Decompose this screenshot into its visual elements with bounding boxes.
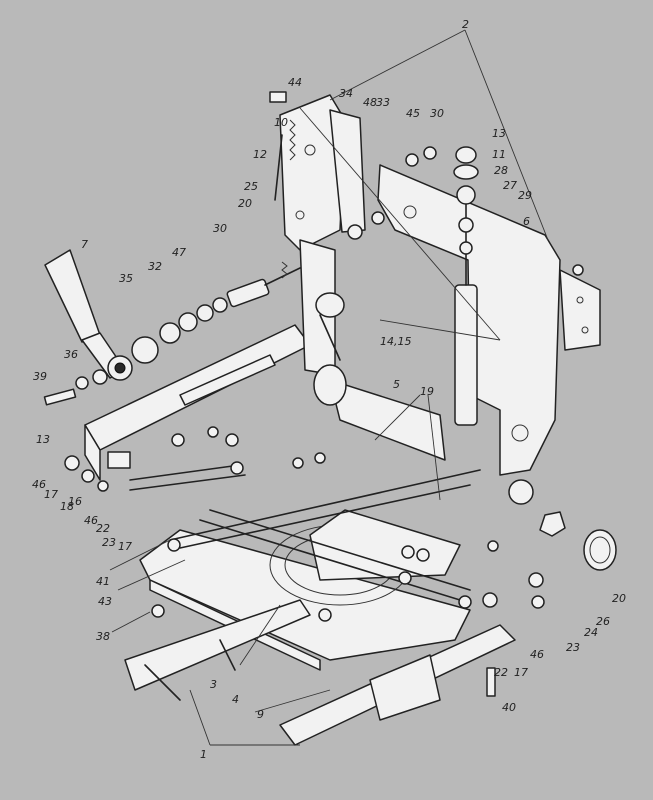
callout-14-15: 14,15	[380, 335, 412, 348]
callout-22-a: 22	[96, 522, 110, 535]
callout-34: 34	[339, 87, 353, 100]
callout-labels: 1 2 3 4 5 6 7 9 10 11 12 13 13 14,15 16 …	[32, 18, 626, 761]
leader-lines	[109, 29, 549, 746]
crossbar	[313, 292, 446, 461]
callout-30-upper: 30	[430, 107, 444, 120]
callout-46-b: 46	[84, 514, 98, 527]
callout-28: 28	[494, 164, 508, 177]
springs	[281, 119, 296, 279]
callout-17-c: 17	[514, 666, 528, 679]
callout-20-ring: 20	[612, 592, 626, 605]
callout-44: 44	[288, 76, 302, 89]
callout-4: 4	[232, 693, 239, 706]
callout-25: 25	[244, 180, 258, 193]
callout-35: 35	[119, 272, 133, 285]
callout-43: 43	[98, 595, 112, 608]
callout-1: 1	[200, 748, 207, 761]
callout-18: 18	[60, 500, 74, 513]
callout-29: 29	[518, 189, 532, 202]
callout-39: 39	[33, 370, 47, 383]
callout-11: 11	[492, 148, 506, 161]
shaft-assembly	[43, 267, 301, 406]
callout-38: 38	[96, 630, 110, 643]
callout-16: 16	[68, 495, 82, 508]
base-rails	[124, 599, 516, 746]
callout-19: 19	[420, 385, 434, 398]
callout-45: 45	[406, 107, 420, 120]
callout-46-a: 46	[32, 478, 46, 491]
callout-13-top: 13	[492, 127, 506, 140]
callout-26: 26	[596, 615, 610, 628]
callout-9: 9	[257, 708, 264, 721]
callout-17-a: 17	[44, 488, 58, 501]
callout-20-shaft: 20	[238, 197, 252, 210]
callout-24: 24	[584, 626, 598, 639]
gas-spring	[453, 146, 479, 426]
callout-23-a: 23	[102, 536, 116, 549]
adjust-lever	[44, 249, 133, 381]
callout-33: 33	[376, 96, 390, 109]
callout-32: 32	[148, 260, 162, 273]
fasteners	[64, 91, 617, 697]
callout-12: 12	[253, 148, 267, 161]
callout-6: 6	[523, 215, 530, 228]
callout-7: 7	[81, 238, 88, 251]
callout-46-c: 46	[530, 648, 544, 661]
upper-bracket	[274, 94, 366, 251]
callout-2: 2	[462, 18, 469, 31]
callout-41: 41	[96, 575, 110, 588]
callout-36: 36	[64, 348, 78, 361]
callout-3: 3	[210, 678, 217, 691]
callout-13-left: 13	[36, 433, 50, 446]
callout-27: 27	[503, 179, 517, 192]
callout-22-b: 22	[494, 666, 508, 679]
base-frame	[129, 464, 481, 671]
callout-17-b: 17	[118, 540, 132, 553]
callout-40: 40	[502, 701, 516, 714]
callout-23-b: 23	[566, 641, 580, 654]
callout-10: 10	[274, 116, 288, 129]
callout-47: 47	[172, 246, 186, 259]
callout-5: 5	[393, 378, 400, 391]
callout-48: 48	[363, 96, 377, 109]
callout-30-lever: 30	[213, 222, 227, 235]
